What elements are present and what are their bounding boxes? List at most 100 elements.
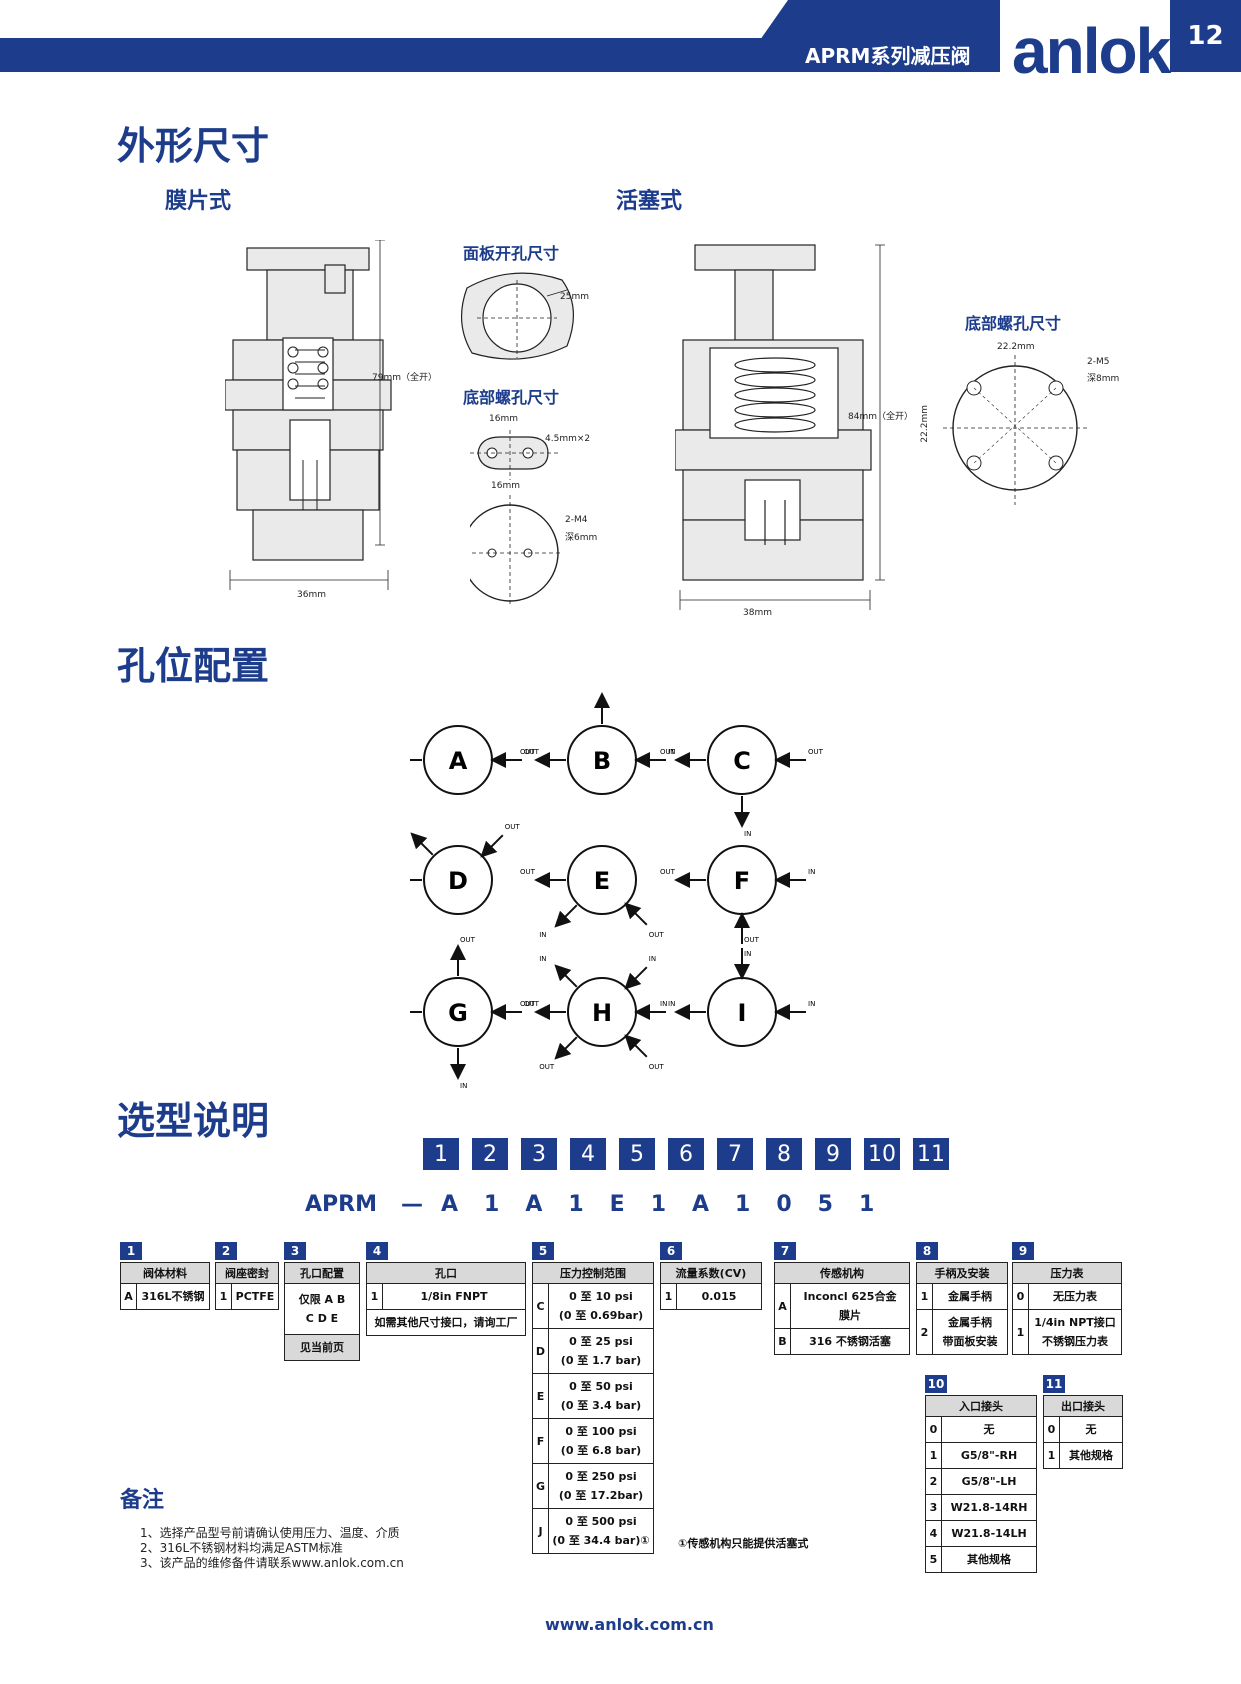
port-label: IN <box>808 1000 815 1008</box>
tag-1: 1 <box>120 1242 142 1260</box>
cell-line: W21.8-14LH <box>951 1527 1027 1540</box>
port-config-diagrams: A270°OUTBOUTOUTINCOUTINOUTDOUTINOUTEOUTI… <box>410 690 824 1090</box>
cell-value: 金属手柄 <box>933 1284 1007 1309</box>
cell-value: 其他规格 <box>942 1547 1036 1572</box>
port-arrow-in <box>624 902 648 926</box>
cell-key: J <box>533 1509 549 1553</box>
cell-key: 2 <box>917 1310 933 1354</box>
model-code-char: 1 <box>484 1192 500 1217</box>
port-label: OUT <box>460 936 476 944</box>
notes-list: 1、选择产品型号前请确认使用压力、温度、介质 2、316L不锈钢材料均满足AST… <box>140 1526 404 1571</box>
section-title-ordering: 选型说明 <box>117 1099 270 1143</box>
tag-3: 3 <box>284 1242 306 1260</box>
page-number: 12 <box>1170 0 1241 72</box>
port-label: OUT <box>808 748 824 756</box>
tag-2: 2 <box>215 1242 237 1260</box>
port-label: IN <box>460 1082 467 1090</box>
port-label: OUT <box>744 936 760 944</box>
cell-key: 1 <box>367 1284 383 1309</box>
cell-line: 其他规格 <box>1069 1449 1113 1462</box>
cell-line: 0 至 250 psi <box>565 1470 637 1483</box>
cell-line: 金属手柄 <box>948 1316 992 1329</box>
model-code-char: A <box>440 1192 459 1217</box>
cell-value: 1/8in FNPT <box>420 1290 488 1303</box>
dim-16mm-b: 16mm <box>491 481 520 491</box>
th-seat-seal: 阀座密封 <box>216 1263 278 1284</box>
website-link[interactable]: www.anlok.com.cn <box>545 1615 714 1634</box>
port-label: OUT <box>520 1000 536 1008</box>
header-bar <box>0 38 1000 72</box>
subtitle-diaphragm: 膜片式 <box>165 189 232 214</box>
port-letter: I <box>738 999 747 1027</box>
cell-line: 金属手柄 <box>948 1290 992 1303</box>
port-label: OUT <box>524 1000 540 1008</box>
port-diagram-D: DOUTINOUT <box>410 823 520 915</box>
notes-title: 备注 <box>120 1488 165 1513</box>
cell-value: W21.8-14RH <box>942 1495 1036 1520</box>
note-item: 2、316L不锈钢材料均满足ASTM标准 <box>140 1541 343 1555</box>
port-letter: B <box>593 747 611 775</box>
model-code-char: 0 <box>776 1192 792 1217</box>
cell-value: 0 至 50 psi(0 至 3.4 bar) <box>549 1374 653 1418</box>
th-body-material: 阀体材料 <box>121 1263 209 1284</box>
cell-line: 0 至 50 psi <box>569 1380 633 1393</box>
bottom-hole-title: 底部螺孔尺寸 <box>463 388 560 407</box>
port-label: OUT <box>524 748 540 756</box>
header-slant <box>760 0 1000 40</box>
cell-value: 无 <box>1060 1417 1122 1442</box>
note-item: 1、选择产品型号前请确认使用压力、温度、介质 <box>140 1526 400 1540</box>
bottom-hole-drawing-2 <box>943 355 1087 505</box>
panel-cut-drawing <box>460 272 575 360</box>
cell-key: 1 <box>216 1284 232 1309</box>
dim-79mm: 79mm（全开） <box>372 373 437 383</box>
cell-value: 316L不锈钢 <box>141 1290 205 1303</box>
cell-key: 1 <box>1013 1310 1029 1354</box>
cell-value: 0 至 100 psi(0 至 6.8 bar) <box>549 1419 653 1463</box>
code-position-1: 1 <box>423 1138 459 1170</box>
cell-line: (0 至 6.8 bar) <box>560 1444 642 1457</box>
code-position-11: 11 <box>913 1138 949 1170</box>
cell-value: 0 至 25 psi(0 至 1.7 bar) <box>549 1329 653 1373</box>
note-item: 3、该产品的维修备件请联系www.anlok.com.cn <box>140 1556 404 1570</box>
cell-key: 0 <box>926 1417 942 1442</box>
cell-key: D <box>533 1329 549 1373</box>
th-outlet: 出口接头 <box>1044 1396 1122 1417</box>
piston-valve-drawing <box>675 244 885 610</box>
tag-8: 8 <box>916 1242 938 1260</box>
port-label: IN <box>539 931 546 939</box>
dim-depth-6mm: 深6mm <box>565 533 598 543</box>
port-arrow-in <box>624 1034 648 1058</box>
model-dash: — <box>400 1192 423 1217</box>
th-flow-cv: 流量系数(CV) <box>661 1263 761 1284</box>
port-circle <box>567 845 637 915</box>
port-circle <box>423 845 493 915</box>
th-port-config: 孔口配置 <box>285 1263 359 1284</box>
dim-36mm: 36mm <box>297 590 326 600</box>
footnote: ①传感机构只能提供活塞式 <box>678 1537 809 1550</box>
port-label: IN <box>808 868 815 876</box>
dim-depth-8mm: 深8mm <box>1087 374 1120 384</box>
port-diagram-B: BOUTOUTIN <box>520 690 675 795</box>
cell-value: 316 不锈钢活塞 <box>791 1329 909 1354</box>
model-code-char: A <box>692 1192 710 1217</box>
cell-line: Inconcl 625合金 <box>803 1290 897 1303</box>
port-label: IN <box>660 1000 667 1008</box>
th-pressure-range: 压力控制范围 <box>533 1263 653 1284</box>
port-letter: E <box>594 867 610 895</box>
cell-key: 4 <box>926 1521 942 1546</box>
